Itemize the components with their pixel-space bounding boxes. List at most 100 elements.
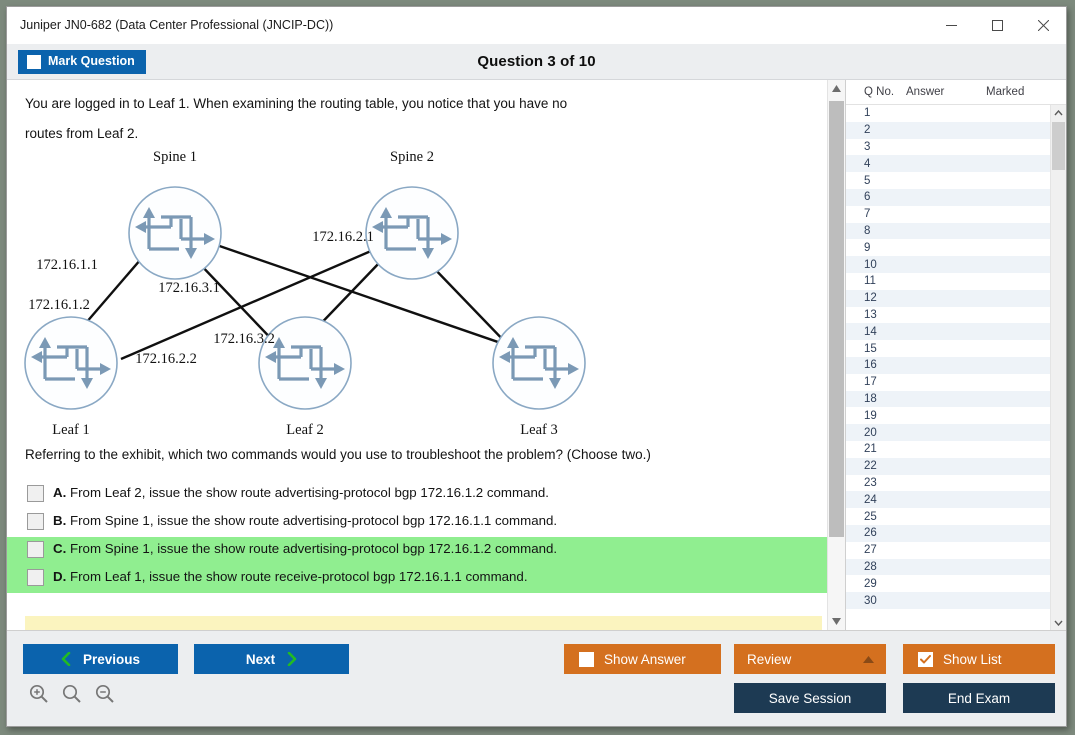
question-list-row[interactable]: 30 <box>846 592 1050 609</box>
scroll-down-icon[interactable] <box>828 613 845 630</box>
question-stem-line-1: You are logged in to Leaf 1. When examin… <box>25 96 568 111</box>
diagram-label-leaf2: Leaf 2 <box>286 422 323 438</box>
answer-option-b[interactable]: B. From Spine 1, issue the show route ad… <box>7 509 827 537</box>
question-list-row[interactable]: 2 <box>846 121 1050 139</box>
question-list-number: 1 <box>864 107 871 120</box>
answer-options: A. From Leaf 2, issue the show route adv… <box>7 481 827 593</box>
next-button[interactable]: Next <box>194 644 349 674</box>
scroll-up-icon[interactable] <box>828 80 845 97</box>
question-list-row[interactable]: 9 <box>846 239 1050 256</box>
previous-button[interactable]: Previous <box>23 644 178 674</box>
question-list-row[interactable]: 20 <box>846 424 1050 441</box>
question-list-row[interactable]: 12 <box>846 289 1050 307</box>
question-list-number: 8 <box>864 224 871 237</box>
question-list-number: 6 <box>864 191 871 204</box>
answer-option-a[interactable]: A. From Leaf 2, issue the show route adv… <box>7 481 827 509</box>
question-list-row[interactable]: 5 <box>846 172 1050 189</box>
question-list-number: 10 <box>864 258 877 271</box>
question-list-number: 5 <box>864 174 871 187</box>
answer-option-d[interactable]: D. From Leaf 1, issue the show route rec… <box>7 565 827 593</box>
question-list-row[interactable]: 7 <box>846 206 1050 223</box>
list-scrollbar-thumb[interactable] <box>1052 122 1065 170</box>
question-list-number: 24 <box>864 493 877 506</box>
answer-option-checkbox[interactable] <box>27 485 44 502</box>
question-list-number: 30 <box>864 594 877 607</box>
review-dropdown[interactable]: Review <box>734 644 886 674</box>
zoom-reset-icon[interactable] <box>62 684 81 708</box>
mark-question-checkbox[interactable] <box>27 54 41 69</box>
question-list-row[interactable]: 11 <box>846 273 1050 290</box>
caret-up-icon <box>863 655 874 663</box>
answer-option-letter: D. <box>53 569 67 584</box>
question-list-row[interactable]: 3 <box>846 139 1050 156</box>
answer-option-checkbox[interactable] <box>27 513 44 530</box>
question-list-row[interactable]: 1 <box>846 105 1050 122</box>
answer-option-text: A. From Leaf 2, issue the show route adv… <box>53 485 549 500</box>
list-scroll-up-icon[interactable] <box>1051 105 1066 120</box>
save-session-button[interactable]: Save Session <box>734 683 886 713</box>
question-stem: You are logged in to Leaf 1. When examin… <box>7 80 827 149</box>
question-list-number: 25 <box>864 510 877 523</box>
show-list-button[interactable]: Show List <box>903 644 1055 674</box>
diagram-label-leaf1: Leaf 1 <box>52 422 89 438</box>
zoom-out-icon[interactable] <box>95 684 114 708</box>
question-list-row[interactable]: 10 <box>846 256 1050 273</box>
maximize-icon[interactable] <box>974 7 1020 43</box>
question-list-number: 16 <box>864 359 877 372</box>
end-exam-label: End Exam <box>947 690 1011 706</box>
minimize-icon[interactable] <box>928 7 974 43</box>
close-icon[interactable] <box>1020 7 1066 43</box>
question-list-row[interactable]: 8 <box>846 222 1050 240</box>
show-list-label: Show List <box>943 651 1002 667</box>
question-list-row[interactable]: 6 <box>846 188 1050 206</box>
question-pane-wrapper: You are logged in to Leaf 1. When examin… <box>7 80 846 630</box>
question-list-row[interactable]: 4 <box>846 155 1050 173</box>
question-list-row[interactable]: 17 <box>846 374 1050 391</box>
diagram-label-spine2: Spine 2 <box>390 151 434 165</box>
question-list-row[interactable]: 14 <box>846 323 1050 341</box>
diagram-label-leaf3: Leaf 3 <box>520 422 557 438</box>
link-spine2-leaf3 <box>428 262 510 347</box>
question-list-row[interactable]: 18 <box>846 390 1050 408</box>
column-header-marked: Marked <box>986 86 1025 98</box>
question-list-number: 14 <box>864 325 877 338</box>
end-exam-button[interactable]: End Exam <box>903 683 1055 713</box>
show-list-checkbox[interactable] <box>918 651 933 667</box>
question-pane-scrollbar[interactable] <box>827 80 845 630</box>
question-list-row[interactable]: 24 <box>846 491 1050 509</box>
question-list-row[interactable]: 22 <box>846 457 1050 475</box>
question-list-row[interactable]: 23 <box>846 475 1050 492</box>
zoom-in-icon[interactable] <box>29 684 48 708</box>
show-answer-checkbox[interactable] <box>579 651 594 667</box>
body-split: You are logged in to Leaf 1. When examin… <box>7 80 1066 630</box>
answer-option-c[interactable]: C. From Spine 1, issue the show route ad… <box>7 537 827 565</box>
answer-option-checkbox[interactable] <box>27 541 44 558</box>
question-list-row[interactable]: 26 <box>846 524 1050 542</box>
scrollbar-thumb[interactable] <box>829 101 844 537</box>
diagram-node-spine1: Spine 1 <box>128 151 222 280</box>
list-scroll-down-icon[interactable] <box>1051 615 1066 630</box>
question-list-scrollbar[interactable] <box>1050 105 1066 630</box>
question-list-number: 17 <box>864 376 877 389</box>
answer-option-checkbox[interactable] <box>27 569 44 586</box>
show-answer-label: Show Answer <box>604 651 686 667</box>
diagram-node-spine2: Spine 2 <box>365 151 459 280</box>
question-list-row[interactable]: 25 <box>846 508 1050 525</box>
question-list-header: Q No. Answer Marked <box>846 80 1066 105</box>
question-list-row[interactable]: 28 <box>846 558 1050 576</box>
question-list-number: 9 <box>864 241 871 254</box>
mark-question-button[interactable]: Mark Question <box>18 49 146 74</box>
question-list-row[interactable]: 27 <box>846 542 1050 559</box>
scrollbar-track[interactable] <box>828 97 845 613</box>
question-list-row[interactable]: 21 <box>846 441 1050 458</box>
question-list-row[interactable]: 16 <box>846 356 1050 374</box>
question-list-row[interactable]: 15 <box>846 340 1050 357</box>
question-prompt: Referring to the exhibit, which two comm… <box>25 447 651 462</box>
question-list-row[interactable]: 19 <box>846 407 1050 424</box>
question-list-number: 3 <box>864 140 871 153</box>
list-scrollbar-track[interactable] <box>1051 120 1066 615</box>
question-list-row[interactable]: 13 <box>846 307 1050 324</box>
question-list-row[interactable]: 29 <box>846 575 1050 592</box>
show-answer-button[interactable]: Show Answer <box>564 644 721 674</box>
